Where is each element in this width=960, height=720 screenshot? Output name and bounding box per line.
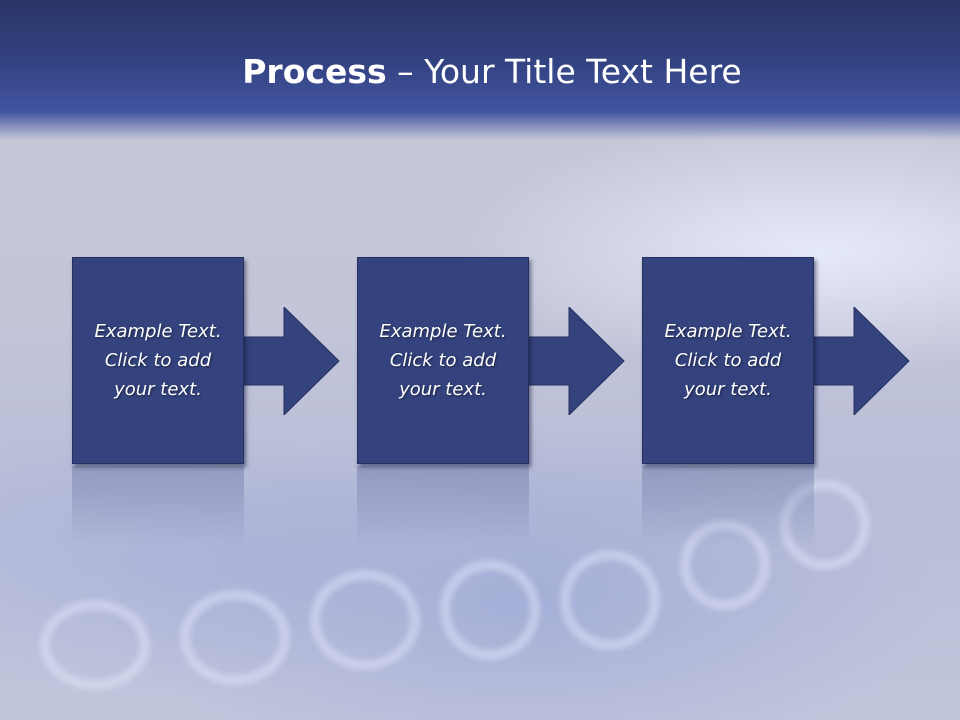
step-1-text[interactable]: Example Text. Click to add your text. xyxy=(94,321,222,400)
step-1-box[interactable] xyxy=(72,257,244,464)
flame-ring xyxy=(40,600,150,690)
flame-ring xyxy=(440,560,540,660)
step-3-box[interactable] xyxy=(642,257,814,464)
title-banner xyxy=(0,0,960,140)
title-bold-text: Process xyxy=(242,52,387,91)
step-3-reflection xyxy=(642,466,814,546)
flame-ring xyxy=(180,590,290,685)
step-2-reflection xyxy=(357,466,529,546)
slide-title[interactable]: Process – Your Title Text Here xyxy=(0,52,960,91)
flame-ring xyxy=(310,570,420,670)
step-2-box[interactable] xyxy=(357,257,529,464)
step-3-arrow xyxy=(814,307,910,415)
step-1-reflection xyxy=(72,466,244,546)
step-2-arrow xyxy=(529,307,625,415)
flame-ring xyxy=(680,520,770,610)
step-1-arrow xyxy=(244,307,340,415)
step-3-text[interactable]: Example Text. Click to add your text. xyxy=(664,321,792,400)
flame-ring xyxy=(780,480,870,570)
flame-ring xyxy=(560,550,660,650)
title-rest-text: – Your Title Text Here xyxy=(386,52,742,91)
step-2-text[interactable]: Example Text. Click to add your text. xyxy=(379,321,507,400)
